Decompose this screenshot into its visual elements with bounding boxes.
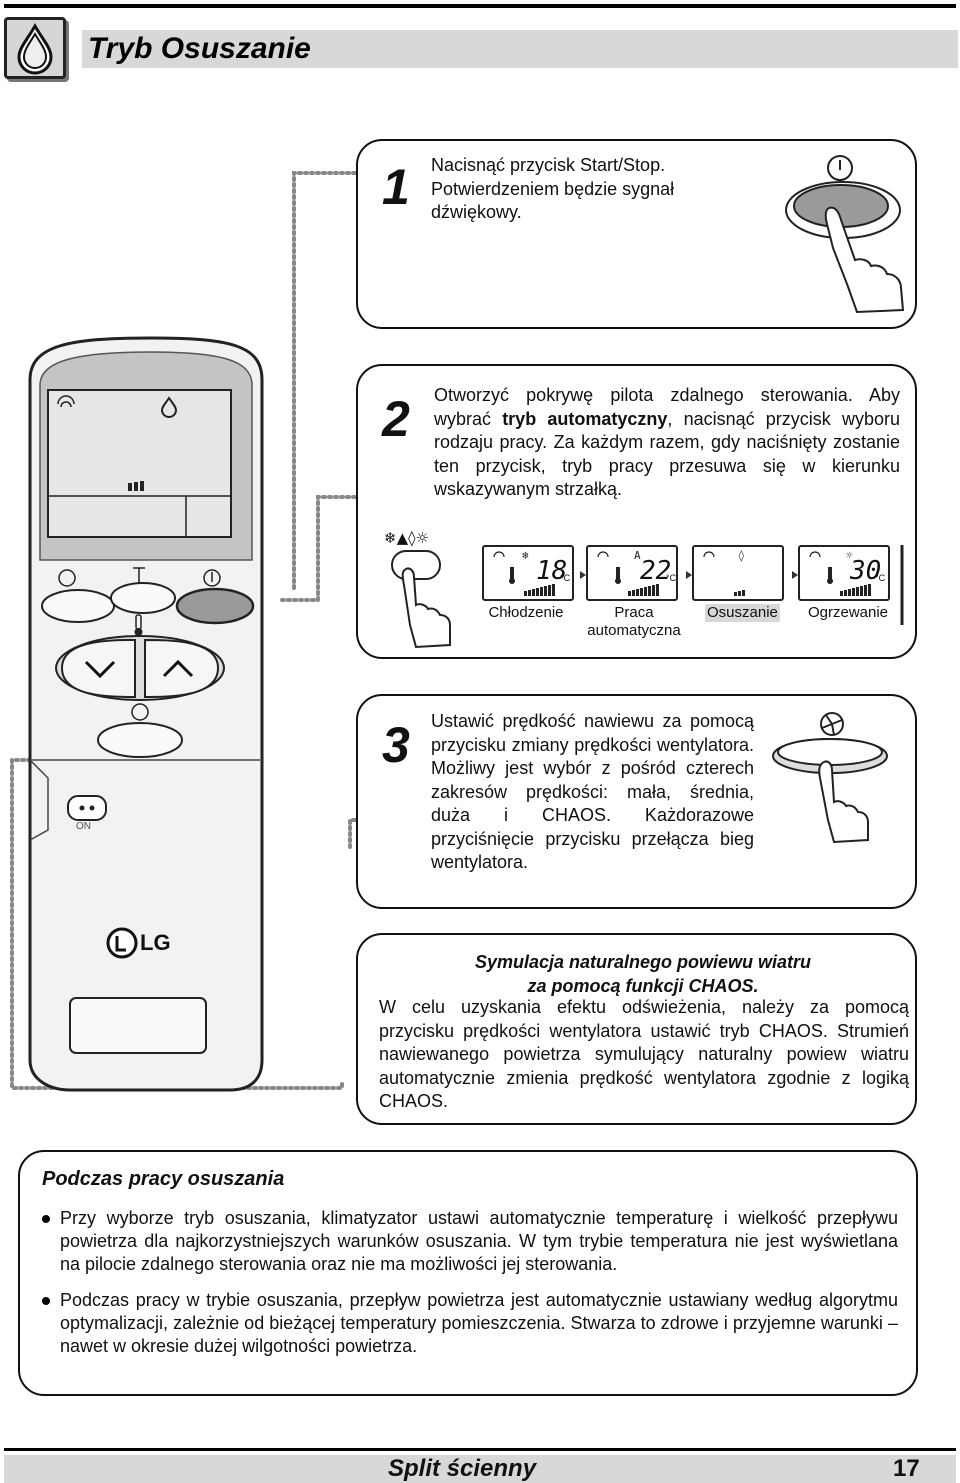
mode-label-cooling: Chłodzenie [488,604,564,621]
step-3-text: Ustawić prędkość nawiewu za pomocą przyc… [431,711,754,872]
info-box [18,1150,918,1396]
mode-temp-heating: 30 [850,556,882,586]
step-2-box [356,364,917,659]
chaos-title: Symulacja naturalnego powiewu wiatru za … [360,950,926,998]
mode-display-icons: ❄ A ◊ ☼ [493,545,904,625]
chaos-title-line-1: Symulacja naturalnego powiewu wiatru [474,952,812,972]
svg-text:A: A [634,549,641,562]
mode-temp-unit-heating: °C [875,573,886,583]
step-2-text: Otworzyć pokrywę pilota zdalnego sterowa… [434,384,900,502]
step-2-text-before: Otworzyć pokrywę pilota zdalnego sterowa… [434,385,900,429]
step-1-text: Nacisnąć przycisk Start/Stop. Potwierdze… [431,154,731,225]
mode-temp-cooling: 18 [536,556,568,586]
bullet-dot-icon [42,1297,50,1305]
step-2-text-after: , nacisnąć przycisk wyboru rodzaju pracy… [434,408,900,500]
svg-text:❄▲◊☼: ❄▲◊☼ [384,529,429,547]
step-1-line-3: dźwiękowy. [431,202,522,222]
chaos-body: W celu uzyskania efektu odświeżenia, nal… [379,997,909,1111]
bullet-dot-icon [42,1215,50,1223]
remote-brand-logo: LG [140,930,171,955]
remote-cover-label: ON [76,821,91,832]
chaos-title-line-2: za pomocą funkcji CHAOS. [527,976,759,996]
svg-text:☼: ☼ [846,549,853,562]
mode-temp-unit-auto: °C [666,573,677,583]
info-title: Podczas pracy osuszania [42,1168,285,1190]
svg-text:❄: ❄ [522,549,529,562]
step-1-number: 1 [382,159,410,215]
step-1-line-1: Nacisnąć przycisk Start/Stop. [431,155,666,175]
svg-text:◊: ◊ [738,549,745,562]
chaos-box [356,933,917,1125]
info-bullet-1-text: Przy wyborze tryb osuszania, klimatyzato… [60,1208,898,1274]
title-bar [82,30,958,68]
mode-display-auto [586,545,678,601]
water-drop-icon [4,17,66,79]
mode-label-dry: Osuszanie [705,604,780,622]
info-bullet-2-text: Podczas pracy w trybie osuszania, przepł… [60,1290,898,1356]
mode-button-finger-icon: ❄▲◊☼ [384,529,451,649]
mode-temp-auto: 22 [640,556,672,586]
step-2-text-bold: tryb automatyczny [502,408,668,429]
page-title: Tryb Osuszanie [88,32,311,65]
step-2-number: 2 [382,391,410,447]
page-number: 17 [893,1455,920,1482]
mode-label-heating: Ogrzewanie [807,604,889,621]
finger-press-start-icon [785,155,905,314]
mode-temp-unit-cooling: °C [560,573,571,583]
mode-display-dry [692,545,784,601]
mode-display-heating [798,545,890,601]
mode-label-auto: Praca automatyczna [587,604,681,639]
footer-bar [4,1455,956,1483]
fan-button-finger-icon [772,712,888,844]
footer-rule [4,1448,956,1451]
step-3-number: 3 [382,717,410,773]
header-rule [4,4,956,8]
footer-title: Split ścienny [388,1455,537,1482]
step-1-line-2: Potwierdzeniem będzie sygnał [431,178,675,199]
